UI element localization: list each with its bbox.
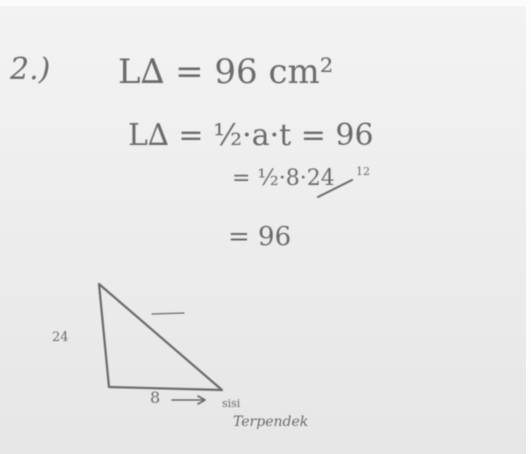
arrow-head-icon: [197, 395, 206, 405]
right-triangle: [97, 282, 224, 392]
arrow-note-line1: sisi: [222, 397, 241, 410]
triangle-mark: [151, 312, 185, 315]
triangle-base-label: 8: [150, 388, 161, 407]
problem-number: 2.): [10, 52, 51, 87]
triangle-height-label: 24: [52, 330, 69, 345]
area-formula-line: L∆ = ½·a·t = 96: [128, 118, 374, 153]
area-statement: L∆ = 96 cm²: [118, 52, 334, 92]
arrow-note-line2: Terpendek: [233, 414, 309, 430]
result-line: = 96: [228, 222, 292, 252]
photo-edge-right: [526, 0, 531, 454]
substitution-line: = ½·8·24: [232, 166, 335, 191]
strike-line: [317, 179, 353, 198]
photo-edge-top: [0, 0, 531, 6]
struck-replacement-value: 12: [356, 165, 370, 178]
